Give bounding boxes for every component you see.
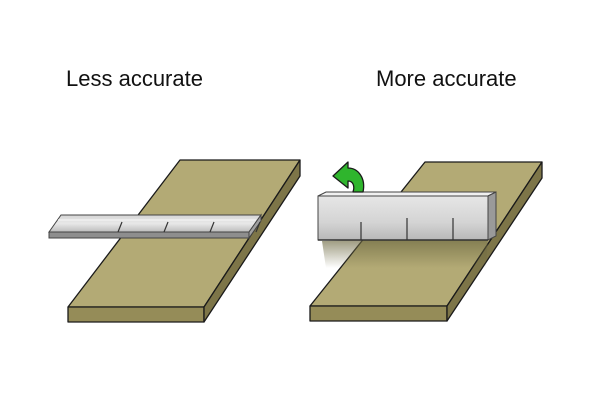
board-left-front (67, 306, 205, 323)
ruler-flat-front (48, 231, 250, 239)
ruler-edge-shadow (322, 237, 488, 268)
ruler-flat-tick (209, 221, 215, 233)
ruler-edge-end (487, 191, 497, 241)
caption-less-accurate: Less accurate (66, 66, 203, 91)
board-left (67, 159, 301, 323)
ruler-flat-tick (255, 221, 261, 233)
rotate-arrow-icon (332, 161, 365, 193)
ruler-edge (317, 191, 497, 241)
board-right-front (309, 305, 448, 322)
board-left-side (203, 159, 301, 323)
ruler-edge-ticks (360, 218, 454, 240)
caption-more-accurate: More accurate (376, 66, 517, 91)
board-right-side (446, 161, 543, 322)
ruler-flat-tick (163, 221, 169, 233)
panel-more-accurate (309, 161, 543, 322)
panel-less-accurate (48, 159, 301, 323)
ruler-flat-end (248, 213, 262, 240)
ruler-edge-top-strip (317, 191, 497, 197)
ruler-flat-ticks (117, 221, 261, 233)
ruler-edge-face (317, 195, 489, 241)
ruler-flat (48, 213, 262, 240)
ruler-flat-top (48, 214, 262, 233)
ruler-flat-tick (117, 221, 123, 233)
